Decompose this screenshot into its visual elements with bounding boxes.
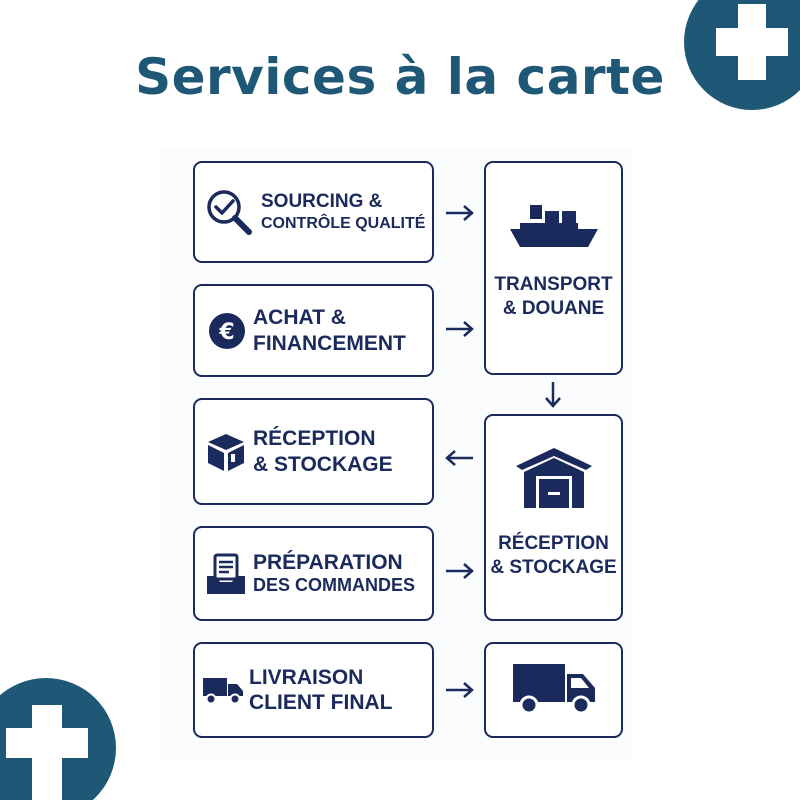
service-label-achat: ACHAT & FINANCEMENT [253, 305, 406, 355]
stage-line1: TRANSPORT [494, 274, 613, 296]
service-box-livraison: LIVRAISON CLIENT FINAL [193, 642, 434, 738]
euro-icon: € [201, 311, 253, 351]
service-box-sourcing: SOURCING & CONTRÔLE QUALITÉ [193, 161, 434, 263]
arrow-right-3 [446, 563, 474, 579]
service-box-reception: RÉCEPTION & STOCKAGE [193, 398, 434, 505]
service-label-sourcing: SOURCING & CONTRÔLE QUALITÉ [261, 191, 425, 233]
cargo-ship-icon [506, 197, 602, 257]
stage-box-warehouse: RÉCEPTION & STOCKAGE [484, 414, 623, 621]
stage-box-transport: TRANSPORT & DOUANE [484, 161, 623, 375]
service-line2: FINANCEMENT [253, 331, 406, 355]
arrow-down [545, 382, 561, 408]
arrow-right-1 [446, 205, 474, 221]
service-line2: DES COMMANDES [253, 575, 416, 596]
truck-icon [509, 660, 599, 720]
service-line2: CLIENT FINAL [249, 691, 393, 714]
warehouse-icon [514, 446, 594, 514]
service-line1: RÉCEPTION [253, 427, 376, 451]
box-icon [199, 430, 253, 474]
order-tray-icon [199, 552, 253, 596]
service-line2: & STOCKAGE [253, 452, 393, 476]
service-line2: CONTRÔLE QUALITÉ [261, 214, 426, 232]
service-label-livraison: LIVRAISON CLIENT FINAL [249, 665, 392, 715]
arrow-left [445, 450, 473, 466]
stage-line2: & STOCKAGE [490, 556, 617, 578]
service-line1: LIVRAISON [249, 665, 364, 689]
plus-circle-top-right [684, 0, 800, 110]
stage-label-warehouse: RÉCEPTION & STOCKAGE [490, 532, 616, 580]
service-box-preparation: PRÉPARATION DES COMMANDES [193, 526, 434, 621]
plus-circle-bottom-left [0, 678, 116, 800]
service-line1: PRÉPARATION [253, 551, 403, 575]
stage-line1: RÉCEPTION [498, 532, 609, 554]
delivery-truck-icon [197, 674, 249, 706]
service-label-reception: RÉCEPTION & STOCKAGE [253, 426, 393, 476]
svg-text:€: € [218, 320, 234, 345]
service-box-achat: € ACHAT & FINANCEMENT [193, 284, 434, 377]
services-diagram: SOURCING & CONTRÔLE QUALITÉ € ACHAT & FI… [160, 148, 632, 760]
stage-line2: & DOUANE [502, 298, 605, 319]
service-line1: ACHAT & [253, 306, 346, 330]
stage-label-transport: TRANSPORT & DOUANE [494, 273, 612, 321]
magnifier-check-icon [199, 186, 259, 238]
service-line1: SOURCING & [261, 191, 383, 212]
arrow-right-2 [446, 321, 474, 337]
page-title: Services à la carte [135, 48, 665, 106]
service-label-preparation: PRÉPARATION DES COMMANDES [253, 550, 415, 597]
arrow-right-4 [446, 682, 474, 698]
stage-box-truck [484, 642, 623, 738]
